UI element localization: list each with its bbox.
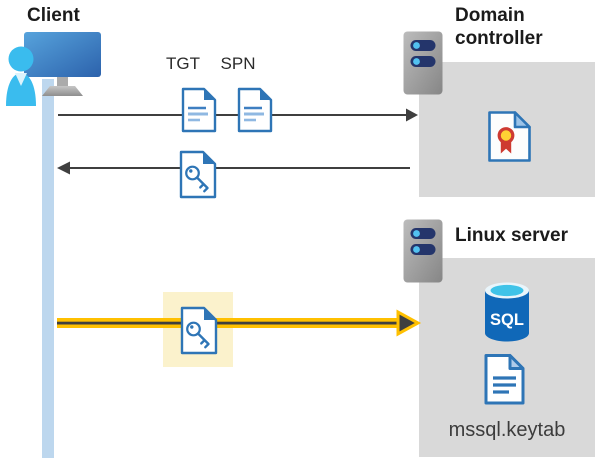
monitor-icon	[24, 32, 101, 77]
certificate-icon	[488, 111, 531, 162]
client-label: Client	[27, 5, 80, 26]
client-icon	[6, 32, 101, 106]
monitor-stand-neck	[57, 77, 68, 86]
tgt-label: TGT	[166, 54, 200, 73]
key-ticket-highlighted-icon	[180, 306, 218, 355]
domain-controller-server-icon	[403, 31, 443, 95]
linux-server-server-icon	[403, 219, 443, 283]
keytab-filename-label: mssql.keytab	[448, 419, 566, 441]
monitor-stand-base	[42, 86, 83, 96]
domain-controller-label: Domain controller	[455, 5, 543, 49]
spn-label: SPN	[220, 54, 256, 73]
keytab-file-icon	[484, 354, 525, 405]
key-ticket-icon	[179, 150, 217, 199]
client-lifeline	[42, 79, 54, 458]
spn-document-icon	[237, 87, 273, 133]
sql-database-icon: SQL	[485, 282, 529, 342]
sql-badge-text: SQL	[490, 311, 524, 329]
auth-yellow-arrow	[57, 309, 422, 337]
response-arrow	[57, 161, 410, 175]
linux-server-label: Linux server	[455, 225, 568, 246]
person-head-icon	[8, 46, 34, 72]
person-collar	[15, 73, 27, 86]
tgt-document-icon	[181, 87, 217, 133]
person-body-icon	[6, 73, 36, 106]
